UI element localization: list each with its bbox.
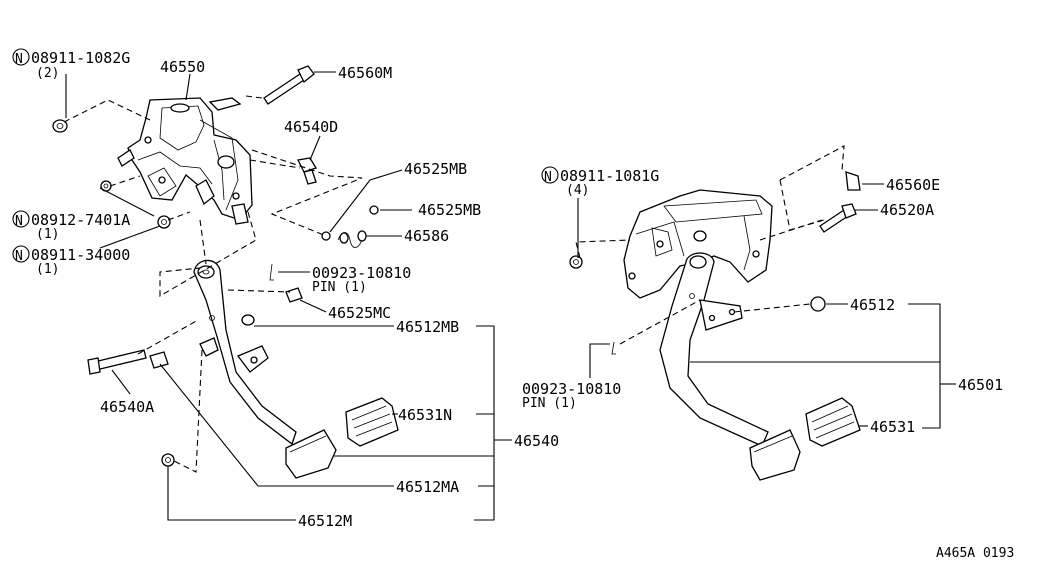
label-08911-1081G: 08911-1081G xyxy=(560,167,659,185)
label-46550: 46550 xyxy=(160,58,205,76)
leader-lines xyxy=(65,71,956,521)
label-46512MA: 46512MA xyxy=(396,478,459,496)
label-46531N: 46531N xyxy=(398,406,452,424)
diagram-code: A465A 0193 xyxy=(936,546,1014,561)
label-46512M: 46512M xyxy=(298,512,352,530)
label-08911-34000-qty: (1) xyxy=(36,262,59,277)
label-08911-1082G: 08911-1082G xyxy=(31,49,130,67)
brake-pedal-arm xyxy=(659,252,801,481)
label-46512MB: 46512MB xyxy=(396,318,459,336)
bolt-46540D xyxy=(297,157,317,185)
left-pedal-assembly xyxy=(52,65,399,479)
label-pin-left: PIN (1) xyxy=(312,280,367,295)
label-46540: 46540 xyxy=(514,432,559,450)
n-symbol-2: N xyxy=(15,214,23,229)
n-symbol-3: N xyxy=(15,249,23,264)
right-pedal-assembly xyxy=(569,145,861,481)
n-symbol-1: N xyxy=(15,52,23,67)
nut-08911-1081G xyxy=(569,255,583,269)
bushing-46525MB-a xyxy=(321,231,331,241)
label-pin-right: PIN (1) xyxy=(522,396,577,411)
pin-00923-10810-left xyxy=(269,263,274,281)
bushing-46512MB xyxy=(241,314,255,326)
label-46540A: 46540A xyxy=(100,398,154,416)
n-symbols: N N N N xyxy=(12,48,559,264)
label-46525MC: 46525MC xyxy=(328,304,391,322)
bushing-46512MA xyxy=(149,351,169,369)
bolt-46540A xyxy=(87,349,147,375)
bushing-46512 xyxy=(810,296,826,312)
label-46586: 46586 xyxy=(404,227,449,245)
label-46560M: 46560M xyxy=(338,64,392,82)
label-08912-7401A: 08912-7401A xyxy=(31,211,130,229)
nut-46512M xyxy=(161,453,175,467)
spring-46586 xyxy=(337,230,367,248)
label-00923-10810-right: 00923-10810 xyxy=(522,380,621,398)
pin-00923-10810-right xyxy=(611,341,616,355)
nut-08911-1082G xyxy=(52,119,68,133)
clip-46525MC xyxy=(285,287,303,303)
bolt-46560M xyxy=(263,65,315,105)
bushing-46525MB-b xyxy=(369,205,379,215)
label-46520A: 46520A xyxy=(880,201,934,219)
label-46525MB-1: 46525MB xyxy=(404,160,467,178)
nut-08911-34000 xyxy=(157,215,171,229)
label-08911-34000: 08911-34000 xyxy=(31,246,130,264)
part-labels: 08911-1082G (2) 46550 46560M 46540D 4652… xyxy=(31,49,1014,561)
label-08911-1081G-qty: (4) xyxy=(566,183,589,198)
clip-46560E xyxy=(845,171,861,191)
label-46560E: 46560E xyxy=(886,176,940,194)
label-00923-10810-left: 00923-10810 xyxy=(312,264,411,282)
bolt-46520A xyxy=(819,203,857,233)
pedal-bracket-right xyxy=(623,189,773,299)
label-46501: 46501 xyxy=(958,376,1003,394)
label-46512: 46512 xyxy=(850,296,895,314)
clutch-pedal-arm xyxy=(193,259,337,479)
pedal-pad-46531 xyxy=(805,397,861,447)
label-46531: 46531 xyxy=(870,418,915,436)
label-46540D: 46540D xyxy=(284,118,338,136)
n-symbol-4: N xyxy=(544,170,552,185)
label-08912-7401A-qty: (1) xyxy=(36,227,59,242)
label-46525MB-2: 46525MB xyxy=(418,201,481,219)
label-08911-1082G-qty: (2) xyxy=(36,66,59,81)
pedal-pad-46531N xyxy=(345,397,399,447)
